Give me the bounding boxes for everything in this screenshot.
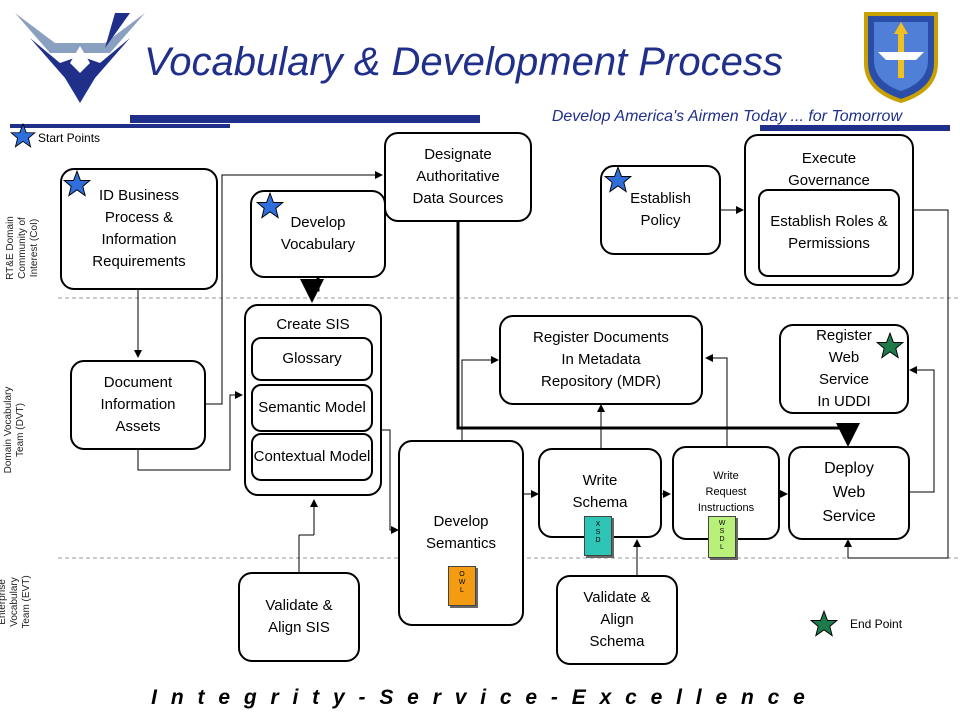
document-info-node: Document Information Assets xyxy=(70,360,206,450)
node-label: Execute xyxy=(801,150,857,167)
node-label: Information xyxy=(101,231,177,248)
header-bar-right xyxy=(760,125,950,131)
legend-start-label: Start Points xyxy=(38,131,101,145)
node-label: Contextual xyxy=(253,448,326,465)
doc-letter: L xyxy=(460,587,464,594)
doc-letter: S xyxy=(595,529,601,536)
node-label: Request xyxy=(705,486,747,498)
header-bar-accent xyxy=(10,124,230,128)
node-label: Register xyxy=(816,327,872,344)
node-label: Write xyxy=(582,472,618,489)
node-label: In Metadata xyxy=(561,351,641,368)
node-label: ID Business xyxy=(98,187,180,204)
start-star-icon xyxy=(256,192,284,219)
node-label: Policy xyxy=(640,212,681,229)
node-label: Governance xyxy=(788,172,870,189)
node-label: Develop xyxy=(290,214,346,231)
end-star-icon xyxy=(876,332,904,359)
create-sis-title: Create SIS xyxy=(276,316,350,333)
node-label: Align SIS xyxy=(268,619,330,636)
node-label: Document xyxy=(103,374,173,391)
doc-letter: L xyxy=(720,544,724,551)
semantic-model-node: Semantic Model xyxy=(251,384,373,432)
doc-letter: W xyxy=(718,520,726,527)
legend-end-label: End Point xyxy=(850,617,903,631)
page-title: Vocabulary & Development Process xyxy=(144,40,783,84)
node-label: Model xyxy=(329,448,371,465)
register-documents-node: Register Documents In Metadata Repositor… xyxy=(499,315,703,405)
node-label: Validate & xyxy=(583,589,651,606)
node-label: Register Documents xyxy=(533,329,669,346)
node-label: Service xyxy=(822,508,876,525)
node-label: Model xyxy=(324,399,366,416)
node-label: Process & xyxy=(104,209,174,226)
node-label: Deploy xyxy=(824,460,874,477)
node-label: Schema xyxy=(589,633,645,650)
contextual-model-node: Contextual Model xyxy=(251,433,373,481)
node-label: Repository (MDR) xyxy=(540,373,661,390)
node-label: Develop xyxy=(433,513,489,530)
validate-sis-node: Validate & Align SIS xyxy=(238,572,360,662)
node-label: In UDDI xyxy=(817,393,871,410)
footer-motto: I n t e g r i t y - S e r v i c e - E x … xyxy=(151,686,809,709)
node-label: Glossary xyxy=(282,350,342,367)
start-star-icon xyxy=(63,170,91,197)
air-force-emblem-icon xyxy=(15,13,145,103)
establish-roles-node: Establish Roles & Permissions xyxy=(758,189,900,277)
doc-letter: W xyxy=(458,579,466,586)
node-label: Web xyxy=(828,349,860,366)
node-label: Align xyxy=(600,611,634,628)
end-star-icon xyxy=(810,610,838,637)
node-label: Semantics xyxy=(425,535,497,552)
deploy-web-service-node: Deploy Web Service xyxy=(788,446,910,540)
tagline: Develop America's Airmen Today ... for T… xyxy=(551,108,902,125)
node-label: Schema xyxy=(572,494,628,511)
node-label: Write xyxy=(713,470,739,482)
node-label: Roles & xyxy=(835,213,888,230)
node-label: Designate xyxy=(424,146,492,163)
register-web-service-node: Register Web Service In UDDI xyxy=(779,324,909,414)
doc-letter: X xyxy=(595,521,601,528)
node-label: Requirements xyxy=(92,253,186,270)
node-label: Web xyxy=(832,484,866,501)
node-label: Establish xyxy=(770,213,832,230)
doc-letter: D xyxy=(595,537,601,544)
designate-sources-node: Designate Authoritative Data Sources xyxy=(384,132,532,222)
node-label: Permissions xyxy=(788,235,870,252)
node-label: Information xyxy=(100,396,176,413)
doc-letter: D xyxy=(719,536,725,543)
node-label: Service xyxy=(818,371,869,388)
node-label: Semantic xyxy=(258,399,321,416)
doc-letter: O xyxy=(459,571,465,578)
establish-policy-node: Establish Policy xyxy=(600,165,721,255)
node-label: Establish xyxy=(630,190,691,207)
aetc-shield-icon xyxy=(864,12,938,104)
start-star-icon xyxy=(604,166,632,193)
wsdl-document-icon: W S D L xyxy=(708,516,736,558)
node-label: Authoritative xyxy=(416,168,500,185)
node-label: Instructions xyxy=(697,502,755,514)
xsd-document-icon: X S D xyxy=(584,516,612,556)
doc-letter: S xyxy=(719,528,725,535)
owl-document-icon: O W L xyxy=(448,566,476,606)
header-bar xyxy=(130,115,480,123)
node-label: Validate & xyxy=(265,597,333,614)
validate-schema-node: Validate & Align Schema xyxy=(556,575,678,665)
id-business-node: ID Business Process & Information Requir… xyxy=(60,168,218,290)
node-label: Vocabulary xyxy=(280,236,356,253)
start-star-icon xyxy=(10,123,36,148)
node-label: Data Sources xyxy=(412,190,504,207)
glossary-node: Glossary xyxy=(251,337,373,381)
node-label: Assets xyxy=(115,418,161,435)
